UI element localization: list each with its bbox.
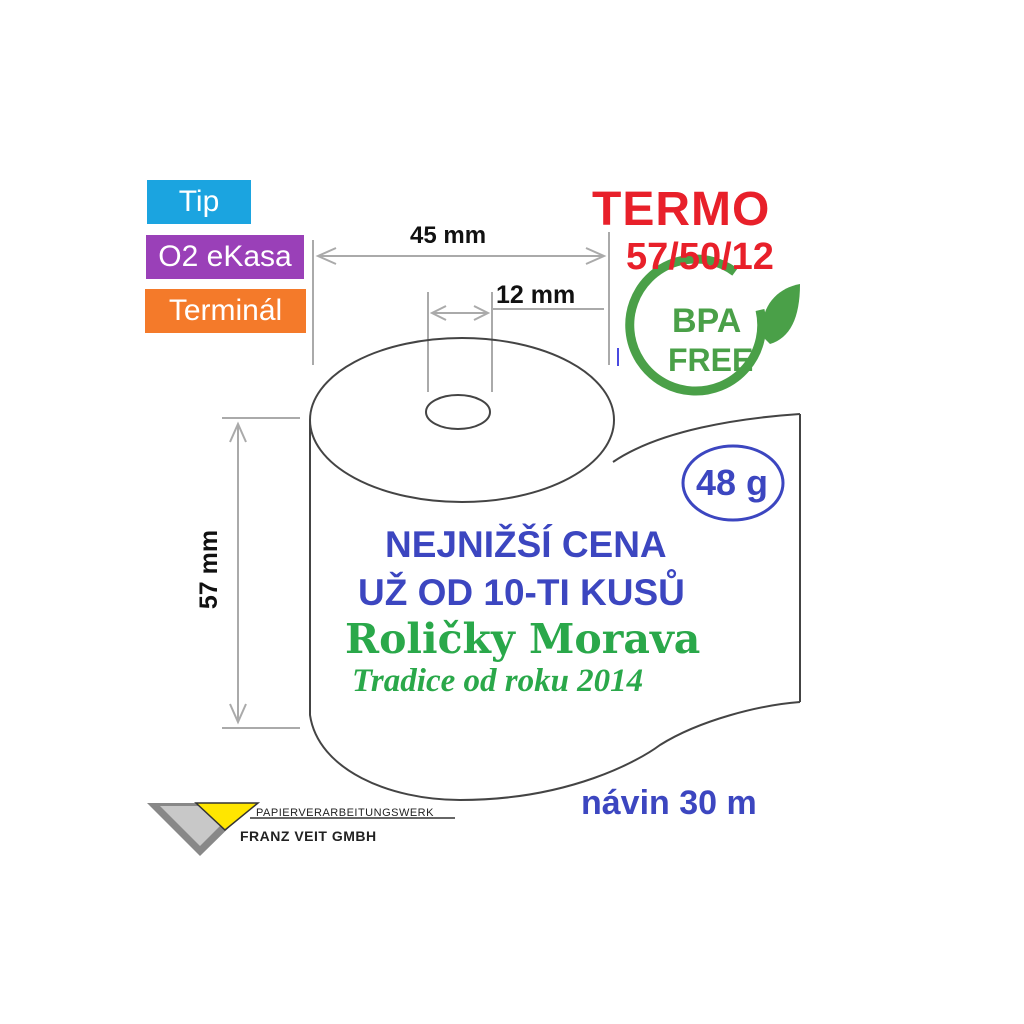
leaf-icon <box>761 284 800 344</box>
roll-length: návin 30 m <box>581 784 757 822</box>
franz-veit-logo <box>147 802 455 856</box>
tag-o2-ekasa: O2 eKasa <box>146 235 304 279</box>
manufacturer-line-1: PAPIERVERARBEITUNGSWERK <box>256 807 434 819</box>
brand-name: Roličky Morava <box>345 615 701 663</box>
height-dimension: 57 mm <box>195 529 224 610</box>
promo-line-1: NEJNIŽŠÍ CENA <box>385 524 667 565</box>
manufacturer-line-2: FRANZ VEIT GMBH <box>240 828 377 844</box>
free-label: FREE <box>668 342 754 378</box>
core-dimension: 12 mm <box>496 281 576 309</box>
bpa-free-badge-ring <box>625 254 767 396</box>
width-dimension: 45 mm <box>410 222 487 249</box>
product-size: 57/50/12 <box>626 236 774 278</box>
product-type: TERMO <box>592 183 771 236</box>
weight-oval <box>681 444 785 522</box>
weight-label: 48 g <box>696 462 769 503</box>
bpa-label: BPA <box>672 302 742 340</box>
tag-terminal: Terminál <box>145 289 306 333</box>
brand-tagline: Tradice od roku 2014 <box>352 663 644 699</box>
tag-tip: Tip <box>147 180 251 224</box>
promo-line-2: UŽ OD 10-TI KUSŮ <box>358 572 685 613</box>
